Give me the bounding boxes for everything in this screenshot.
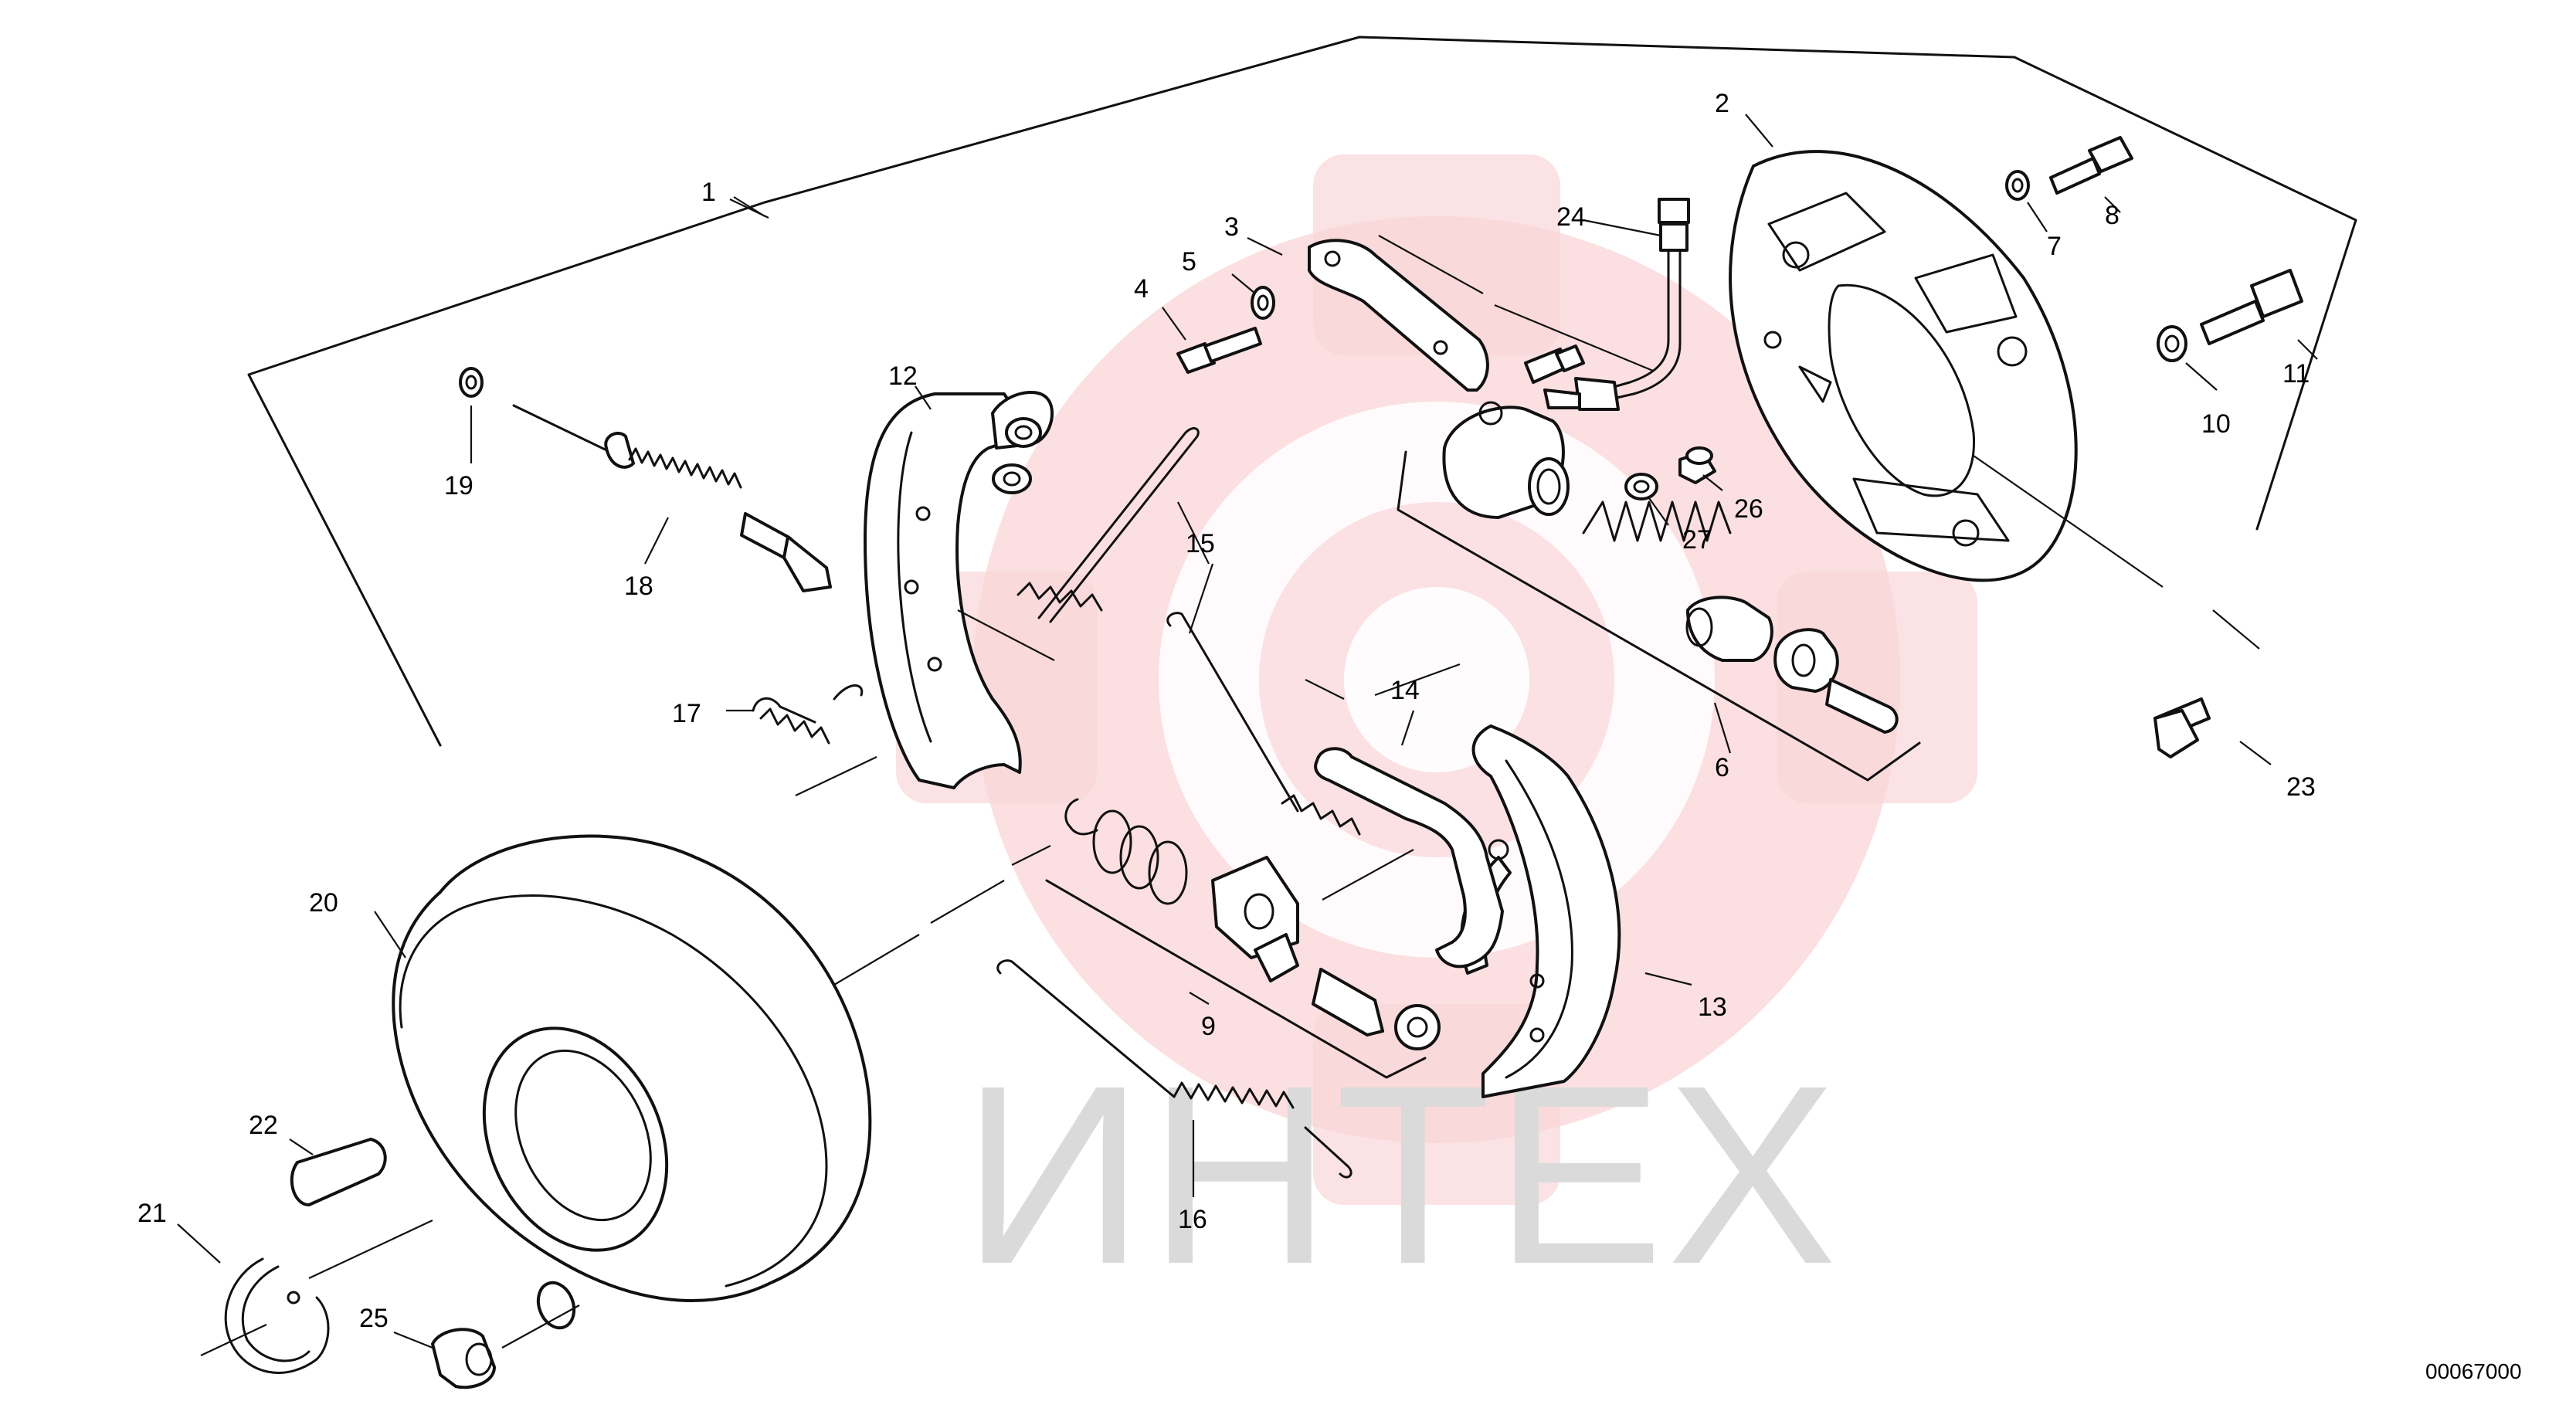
callout-26: 26 bbox=[1734, 494, 1763, 524]
callout-23: 23 bbox=[2286, 772, 2316, 802]
callout-20: 20 bbox=[309, 888, 338, 918]
callout-17: 17 bbox=[672, 699, 701, 728]
callout-5: 5 bbox=[1182, 247, 1196, 277]
parking-cable bbox=[459, 367, 832, 592]
upper-anchor-parts bbox=[1176, 235, 1654, 392]
left-brake-shoe bbox=[795, 390, 1055, 796]
callout-8: 8 bbox=[2105, 201, 2120, 230]
callout-16: 16 bbox=[1178, 1205, 1207, 1234]
brake-drum bbox=[392, 834, 1005, 1330]
watermark-text: ИНТЕХ bbox=[962, 1032, 1840, 1317]
callout-9: 9 bbox=[1201, 1012, 1216, 1041]
callout-27: 27 bbox=[1682, 525, 1712, 555]
backing-plate-part bbox=[1729, 150, 2078, 582]
fasteners bbox=[1973, 136, 2303, 758]
callout-6: 6 bbox=[1715, 753, 1729, 782]
callout-1: 1 bbox=[701, 178, 716, 207]
leader-lines bbox=[177, 114, 2318, 1349]
callout-2: 2 bbox=[1715, 89, 1729, 118]
callout-labels: 1 2 3 4 5 6 7 8 9 10 11 12 13 14 15 16 1… bbox=[137, 89, 2316, 1333]
diagram-reference-code: 00067000 bbox=[2425, 1359, 2522, 1383]
small-hardware bbox=[200, 1138, 580, 1389]
callout-10: 10 bbox=[2201, 409, 2231, 439]
callout-14: 14 bbox=[1390, 676, 1420, 705]
callout-19: 19 bbox=[444, 471, 473, 500]
springs bbox=[752, 427, 1361, 1179]
callout-12: 12 bbox=[888, 361, 918, 391]
callout-18: 18 bbox=[624, 572, 653, 601]
brake-line-fitting bbox=[1524, 198, 1716, 500]
callout-13: 13 bbox=[1698, 992, 1727, 1022]
callout-3: 3 bbox=[1224, 212, 1239, 242]
callout-11: 11 bbox=[2282, 359, 2310, 388]
callout-4: 4 bbox=[1134, 274, 1149, 304]
callout-15: 15 bbox=[1186, 529, 1215, 558]
callout-7: 7 bbox=[2047, 232, 2062, 261]
callout-22: 22 bbox=[249, 1111, 278, 1140]
callout-21: 21 bbox=[137, 1199, 167, 1228]
parking-lever bbox=[1305, 663, 1509, 969]
wheel-cylinder-group bbox=[1397, 401, 1921, 782]
callout-24: 24 bbox=[1556, 202, 1586, 232]
adjuster-assembly bbox=[1011, 798, 1441, 1079]
callout-25: 25 bbox=[359, 1304, 389, 1333]
